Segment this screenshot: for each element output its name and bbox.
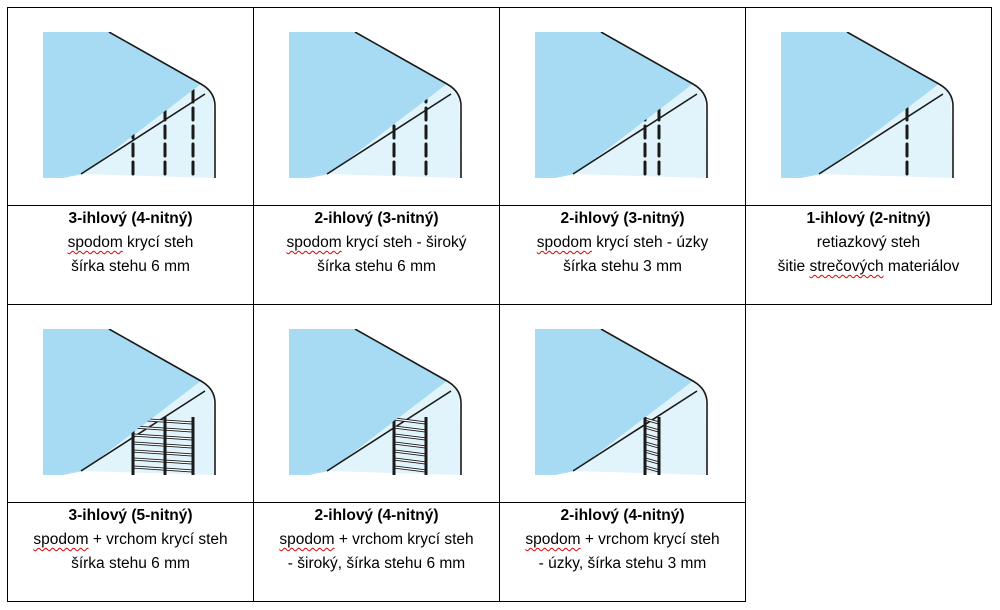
stitch-description: 2-ihlový (4-nitný) spodom + vrchom krycí…: [499, 502, 746, 602]
stitch-line-1: spodom + vrchom krycí steh: [500, 528, 745, 552]
stitch-description: 2-ihlový (3-nitný) spodom krycí steh - ú…: [499, 205, 746, 305]
stitch-line-2: šírka stehu 6 mm: [8, 552, 253, 576]
text-row-1: 3-ihlový (4-nitný) spodom krycí steh šír…: [7, 205, 992, 305]
spellcheck-word: strečových: [809, 258, 884, 275]
stitch-description: 2-ihlový (4-nitný) spodom + vrchom krycí…: [253, 502, 500, 602]
stitch-image: [499, 7, 746, 206]
stitch-line-2: - úzky, šírka stehu 3 mm: [500, 552, 745, 576]
spellcheck-word: spodom: [286, 234, 342, 251]
text: šírka stehu 6 mm: [71, 258, 190, 275]
top-bottom-coverstitch-illustration: [534, 329, 708, 475]
text: šitie: [777, 258, 810, 275]
text: + vrchom krycí steh: [334, 531, 474, 548]
image-row-2: [7, 304, 992, 602]
text: + vrchom krycí steh: [88, 531, 228, 548]
coverstitch-illustration: [288, 32, 462, 178]
coverstitch-illustration: [534, 32, 708, 178]
stitch-image: [499, 304, 746, 503]
text: krycí steh: [122, 234, 194, 251]
text: + vrchom krycí steh: [580, 531, 720, 548]
spellcheck-word: spodom: [33, 531, 89, 548]
stitch-image: [745, 7, 992, 206]
stitch-image: [7, 7, 254, 206]
stitch-title: 2-ihlový (4-nitný): [560, 507, 685, 524]
stitch-title: 3-ihlový (5-nitný): [68, 507, 193, 524]
text: šírka stehu 3 mm: [563, 258, 682, 275]
text: krycí steh - široký: [341, 234, 467, 251]
top-bottom-coverstitch-illustration: [288, 329, 462, 475]
stitch-line-2: šírka stehu 6 mm: [254, 255, 499, 279]
text: šírka stehu 6 mm: [317, 258, 436, 275]
stitch-image: [253, 304, 500, 503]
stitch-title: 3-ihlový (4-nitný): [68, 210, 193, 227]
text: šírka stehu 6 mm: [71, 555, 190, 572]
stitch-line-1: spodom + vrchom krycí steh: [254, 528, 499, 552]
stitch-description: 3-ihlový (5-nitný) spodom + vrchom krycí…: [7, 502, 254, 602]
stitch-image: [7, 304, 254, 503]
text: retiazkový steh: [816, 234, 921, 251]
stitch-line-2: šírka stehu 6 mm: [8, 255, 253, 279]
text: - široký, šírka stehu 6 mm: [287, 555, 466, 572]
stitch-title: 1-ihlový (2-nitný): [806, 210, 931, 227]
top-bottom-coverstitch-illustration: [42, 329, 216, 475]
text: krycí steh - úzky: [591, 234, 709, 251]
stitch-line-1: spodom krycí steh: [8, 231, 253, 255]
stitch-line-1: spodom + vrchom krycí steh: [8, 528, 253, 552]
stitch-line-1: retiazkový steh: [746, 231, 991, 255]
stitch-types-table: 3-ihlový (4-nitný) spodom krycí steh šír…: [7, 7, 992, 602]
text: - úzky, šírka stehu 3 mm: [538, 555, 707, 572]
stitch-title: 2-ihlový (3-nitný): [560, 210, 685, 227]
spellcheck-word: spodom: [67, 234, 123, 251]
image-row-1: [7, 7, 992, 206]
stitch-line-2: šitie strečových materiálov: [746, 255, 991, 279]
stitch-title: 2-ihlový (4-nitný): [314, 507, 439, 524]
text-row-2: 3-ihlový (5-nitný) spodom + vrchom krycí…: [7, 502, 992, 602]
chainstitch-illustration: [780, 32, 954, 178]
coverstitch-illustration: [42, 32, 216, 178]
spellcheck-word: spodom: [279, 531, 335, 548]
stitch-line-2: - široký, šírka stehu 6 mm: [254, 552, 499, 576]
stitch-title: 2-ihlový (3-nitný): [314, 210, 439, 227]
stitch-description: 1-ihlový (2-nitný) retiazkový steh šitie…: [745, 205, 992, 305]
stitch-line-2: šírka stehu 3 mm: [500, 255, 745, 279]
spellcheck-word: spodom: [536, 234, 592, 251]
text: materiálov: [883, 258, 960, 275]
spellcheck-word: spodom: [525, 531, 581, 548]
stitch-description: 3-ihlový (4-nitný) spodom krycí steh šír…: [7, 205, 254, 305]
stitch-description: 2-ihlový (3-nitný) spodom krycí steh - š…: [253, 205, 500, 305]
stitch-line-1: spodom krycí steh - široký: [254, 231, 499, 255]
stitch-line-1: spodom krycí steh - úzky: [500, 231, 745, 255]
stitch-image: [253, 7, 500, 206]
